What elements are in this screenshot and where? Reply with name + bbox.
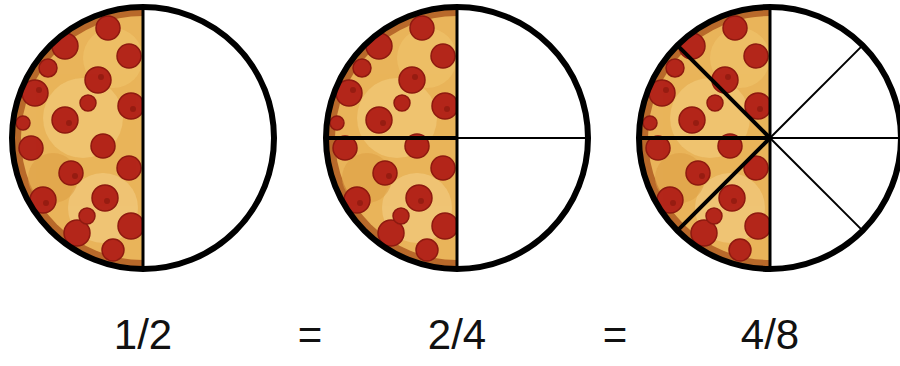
quarter-pizza	[326, 7, 588, 269]
eighth-pizza	[639, 7, 900, 269]
fraction-label: 4/8	[741, 313, 799, 357]
fraction-label: 2/4	[428, 313, 486, 357]
equals-sign: =	[298, 313, 323, 357]
equals-sign: =	[603, 313, 628, 357]
half-pizza	[12, 7, 274, 269]
fraction-label: 1/2	[114, 313, 172, 357]
